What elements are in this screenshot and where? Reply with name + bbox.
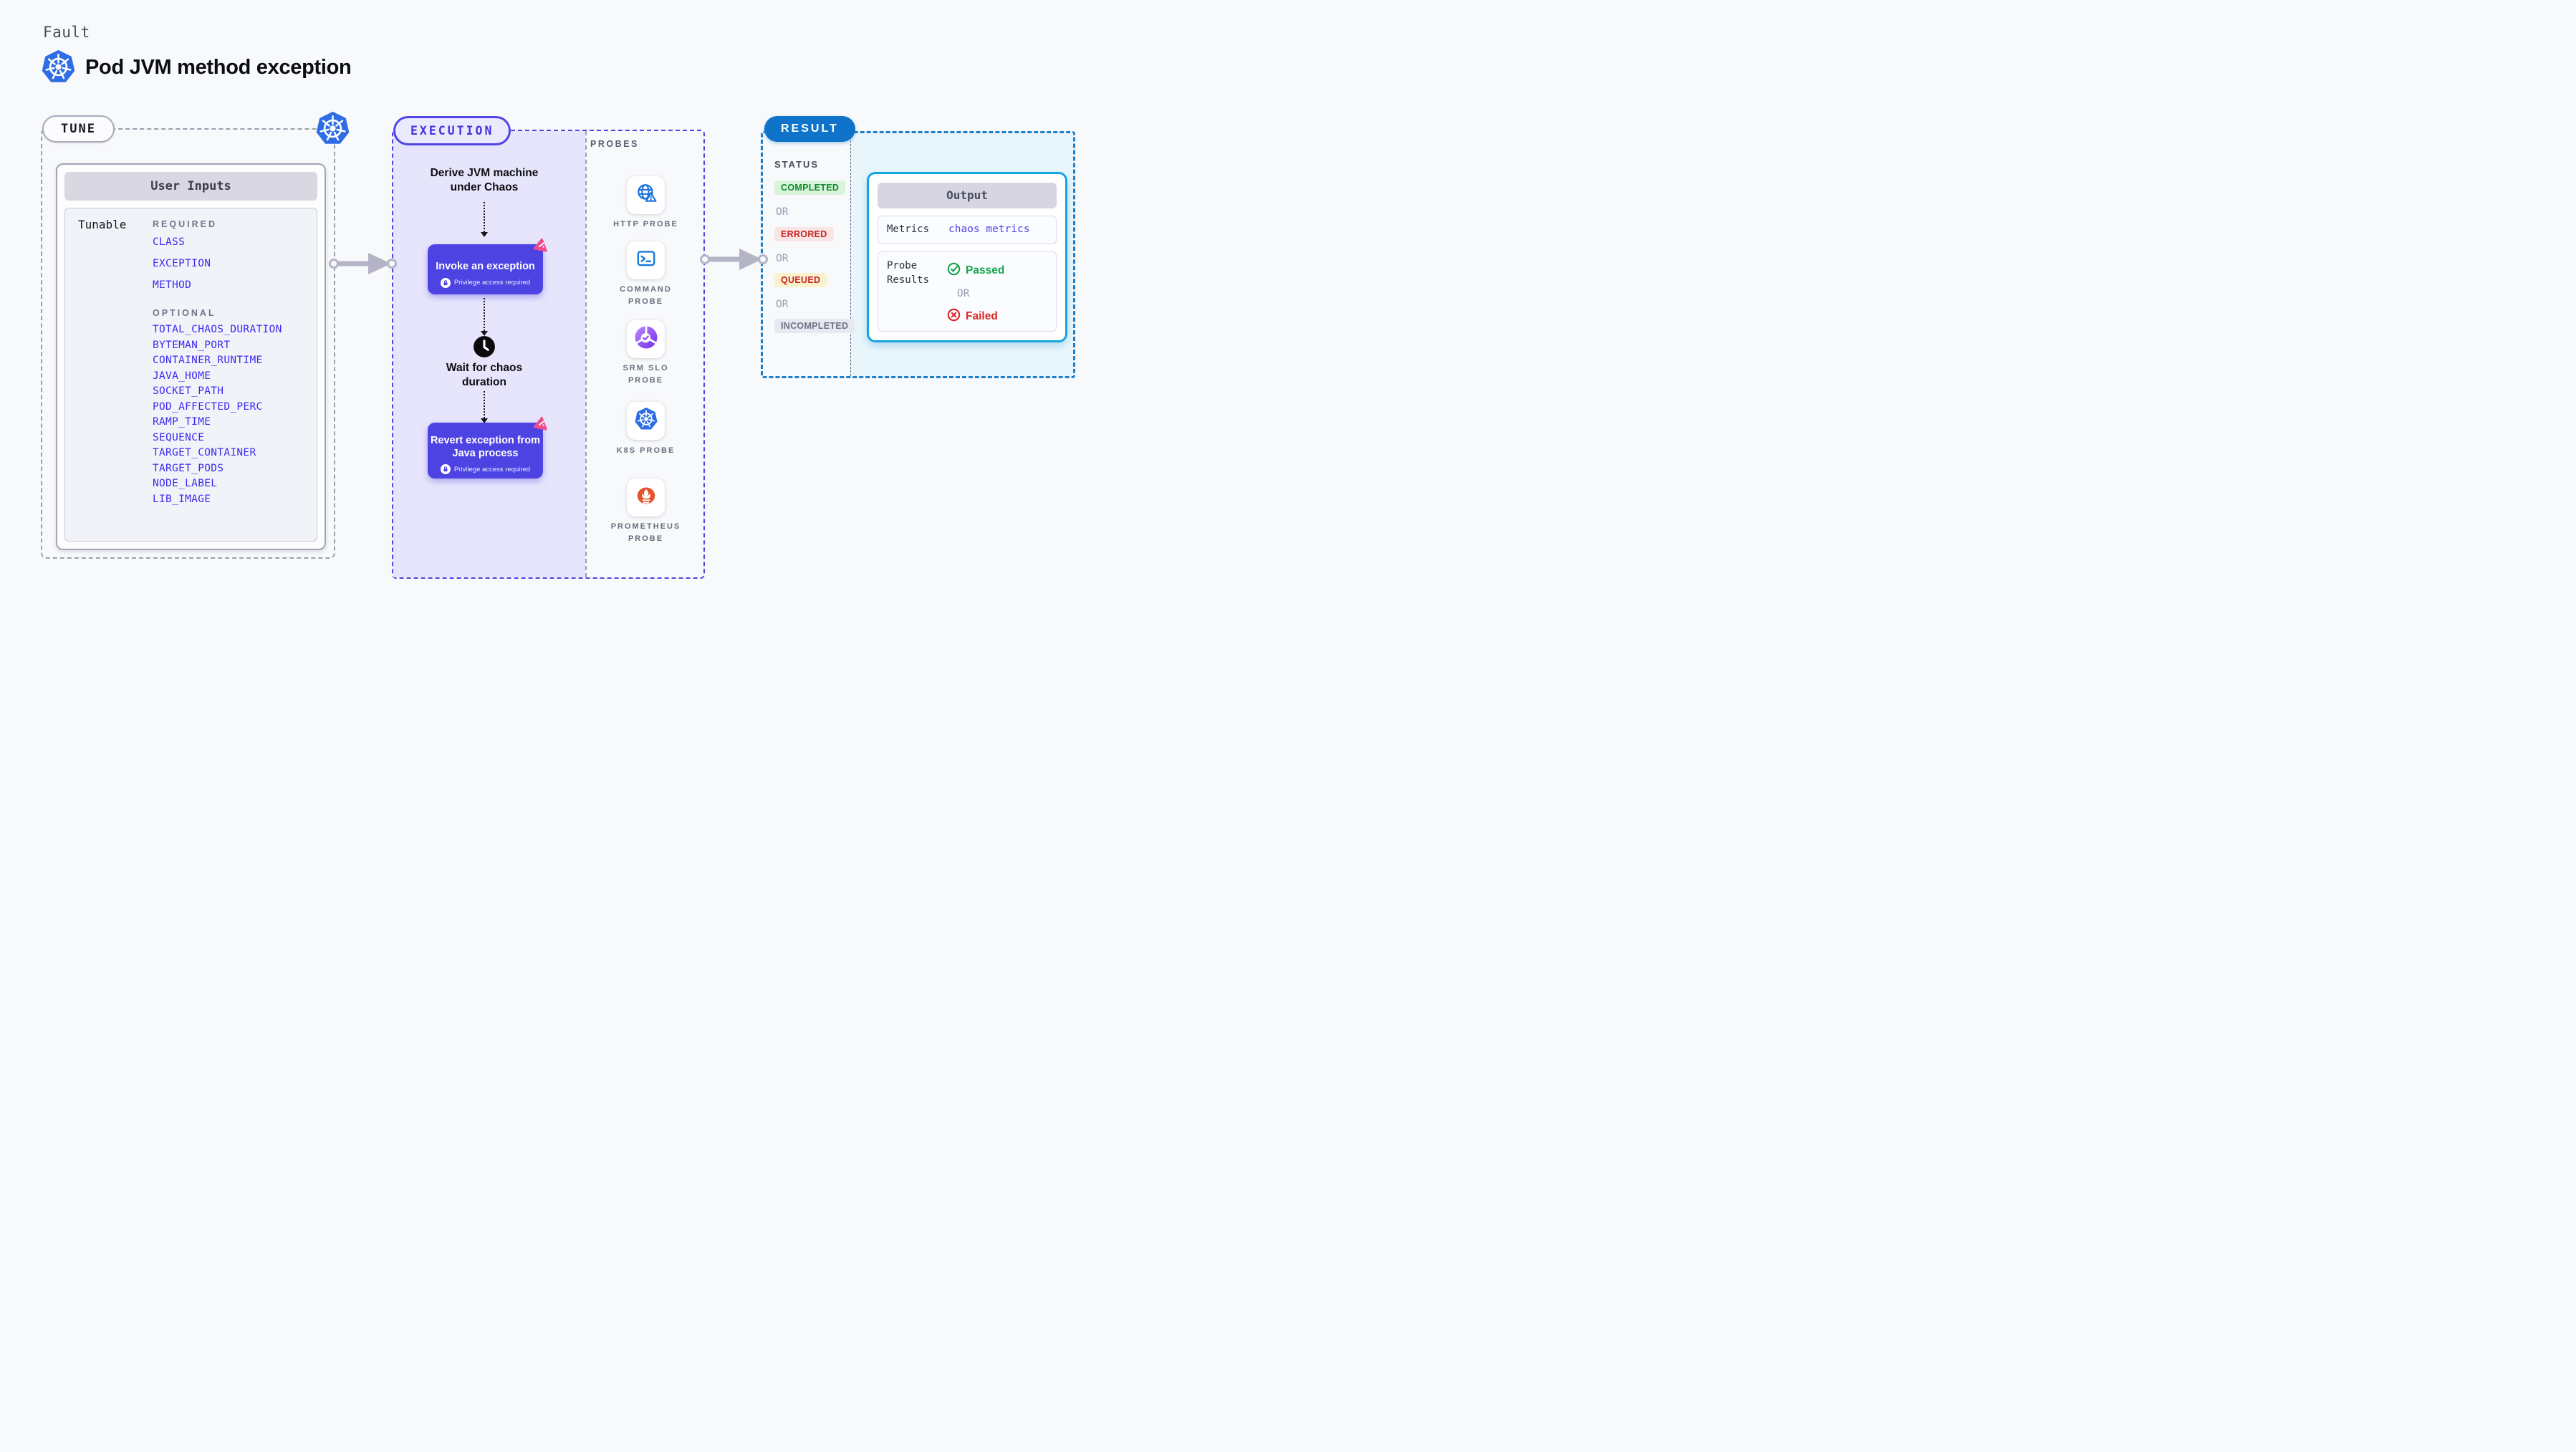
revert-exception-button[interactable]: Revert exception from Java process Privi…: [428, 416, 547, 479]
flow-connector: [484, 202, 485, 232]
status-badge-incompleted: INCOMPLETED: [774, 319, 855, 333]
output-card-header: Output: [878, 183, 1057, 208]
execution-badge: EXECUTION: [393, 116, 511, 145]
env-var: POD_AFFECTED_PERC: [153, 400, 263, 413]
or-separator: OR: [776, 299, 789, 310]
env-var: NODE_LABEL: [153, 478, 218, 489]
env-var: SEQUENCE: [153, 431, 205, 443]
env-var: CLASS: [153, 236, 186, 248]
x-circle-icon: [947, 308, 961, 325]
status-column-label: STATUS: [774, 159, 820, 170]
env-var: BYTEMAN_PORT: [153, 339, 231, 351]
status-badge-queued: QUEUED: [774, 273, 827, 287]
failed-label: Failed: [966, 310, 998, 322]
privilege-note: Privilege access required: [453, 279, 531, 287]
chaos-litmus-icon: [532, 414, 551, 433]
execution-probes-divider: [585, 131, 587, 577]
user-inputs-card: User Inputs Tunable REQUIRED CLASS EXCEP…: [56, 163, 326, 550]
derive-step-label: Derive JVM machine under Chaos: [430, 167, 539, 194]
kubernetes-icon: [635, 408, 658, 434]
privilege-note: Privilege access required: [453, 465, 531, 473]
fault-kicker: Fault: [43, 24, 90, 41]
flow-arrow-tune-to-execution: [329, 253, 397, 274]
http-probe-label: HTTP PROBE: [613, 220, 678, 229]
k8s-probe-card: [627, 402, 665, 440]
flow-connector-arrowhead: [481, 232, 488, 237]
probe-results-label: Probe Results: [887, 260, 930, 287]
command-probe-label: COMMAND PROBE: [620, 285, 672, 307]
env-var: LIB_IMAGE: [153, 493, 211, 505]
http-probe-card: [627, 176, 665, 214]
kubernetes-icon: [42, 50, 75, 84]
prometheus-probe-card: [627, 479, 665, 516]
metrics-value: chaos metrics: [948, 223, 1030, 235]
globe-alert-icon: [635, 182, 658, 208]
flow-arrow-execution-to-result: [700, 249, 768, 270]
metrics-label: Metrics: [887, 223, 930, 235]
flow-connector: [484, 298, 485, 331]
prometheus-probe-label: PROMETHEUS PROBE: [610, 522, 681, 544]
optional-items: TOTAL_CHAOS_DURATION BYTEMAN_PORT CONTAI…: [153, 324, 282, 505]
wait-step-label: Wait for chaos duration: [446, 362, 523, 389]
optional-group-label: OPTIONAL: [153, 308, 216, 318]
env-var: CONTAINER_RUNTIME: [153, 355, 263, 366]
required-group-label: REQUIRED: [153, 219, 217, 229]
or-separator: OR: [776, 206, 789, 218]
clock-icon: [473, 335, 496, 358]
flow-connector: [484, 391, 485, 418]
flow-connector-arrowhead: [481, 418, 488, 423]
lock-icon: [440, 464, 451, 475]
metrics-row: Metrics chaos metrics: [878, 216, 1057, 244]
lock-icon: [440, 277, 451, 288]
k8s-probe-label: K8S PROBE: [616, 446, 676, 455]
status-badge-completed: COMPLETED: [774, 181, 846, 195]
flow-connector-arrowhead: [481, 331, 488, 336]
env-var: EXCEPTION: [153, 258, 211, 269]
user-inputs-header: User Inputs: [64, 172, 317, 201]
fault-diagram-page: Fault Pod JVM method exception TUNE User…: [0, 0, 1118, 630]
output-card: Output Metrics chaos metrics Probe Resul…: [867, 172, 1067, 342]
tune-badge: TUNE: [42, 115, 115, 143]
probes-title: PROBES: [590, 139, 639, 149]
prometheus-icon: [635, 484, 658, 511]
status-badge-errored: ERRORED: [774, 227, 834, 241]
kubernetes-icon: [316, 112, 350, 145]
failed-line: Failed: [947, 308, 998, 325]
or-separator: OR: [957, 288, 970, 299]
chaos-litmus-icon: [532, 236, 551, 255]
env-var: METHOD: [153, 279, 192, 291]
invoke-exception-label: Invoke an exception: [436, 261, 535, 273]
srm-slo-probe-card: [627, 320, 665, 358]
or-separator: OR: [776, 253, 789, 264]
tune-section-box: [41, 128, 335, 559]
env-var: RAMP_TIME: [153, 416, 211, 428]
check-circle-icon: [947, 262, 961, 279]
terminal-icon: [635, 247, 658, 274]
probe-results-row: Probe Results Passed OR F: [878, 251, 1057, 332]
srm-slo-probe-label: SRM SLO PROBE: [623, 364, 669, 385]
slo-donut-icon: [635, 326, 658, 352]
result-badge: RESULT: [764, 116, 855, 142]
required-items: CLASS EXCEPTION METHOD: [153, 236, 211, 291]
env-var: TARGET_PODS: [153, 462, 224, 474]
env-var: TARGET_CONTAINER: [153, 447, 256, 458]
tunable-label: Tunable: [78, 218, 127, 231]
user-inputs-list: Tunable REQUIRED CLASS EXCEPTION METHOD …: [64, 208, 317, 542]
invoke-exception-button[interactable]: Invoke an exception Privilege access req…: [428, 238, 547, 294]
passed-line: Passed: [947, 262, 1004, 279]
passed-label: Passed: [966, 264, 1005, 277]
env-var: JAVA_HOME: [153, 370, 211, 382]
env-var: SOCKET_PATH: [153, 385, 224, 397]
revert-exception-label: Revert exception from Java process: [430, 434, 541, 459]
command-probe-card: [627, 241, 665, 279]
page-title: Pod JVM method exception: [85, 56, 352, 79]
env-var: TOTAL_CHAOS_DURATION: [153, 324, 282, 335]
